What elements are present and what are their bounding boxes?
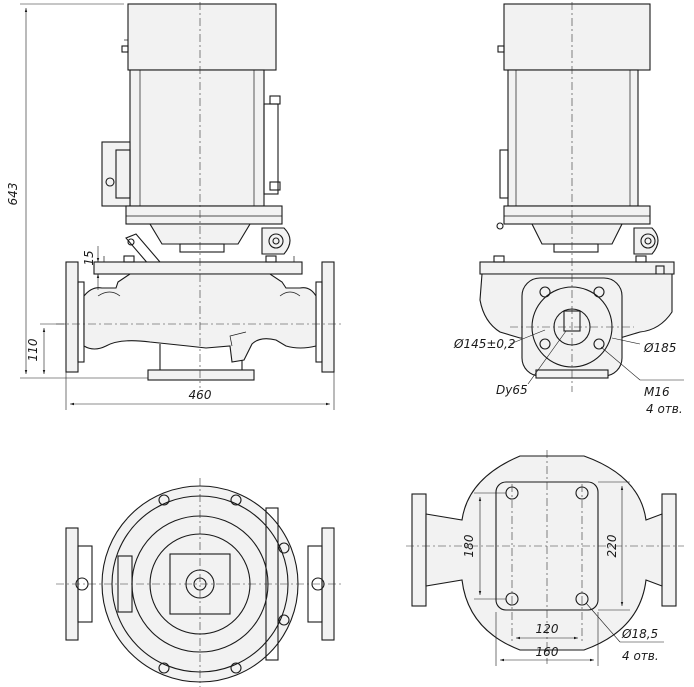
dim-motor-gap: 15 <box>82 250 96 265</box>
dim-flange-pcd: Ø145±0,2 <box>453 337 516 351</box>
top-view <box>56 478 344 687</box>
bottom-view <box>406 450 684 666</box>
dim-height-total: 643 <box>6 183 20 206</box>
front-view <box>20 2 344 410</box>
dim-length-total: 460 <box>189 388 212 402</box>
motor-body <box>129 69 265 207</box>
inlet-flange <box>65 261 79 373</box>
dim-height-axis: 110 <box>26 338 40 361</box>
dim-flange-holes: 4 отв. <box>646 402 683 416</box>
dim-base-hole-diameter: Ø18,5 <box>621 627 658 641</box>
dim-base-length: 160 <box>536 645 559 659</box>
dim-base-width-holes: 180 <box>462 534 476 557</box>
dim-nominal-diameter: Dy65 <box>496 383 528 397</box>
dim-flange-thread: M16 <box>644 385 670 399</box>
side-motor-top <box>503 3 651 71</box>
outlet-flange <box>321 261 335 373</box>
dim-base-width: 220 <box>605 534 619 557</box>
front-foot <box>147 369 255 381</box>
side-motor-body <box>507 69 639 207</box>
motor-top-cover <box>127 3 277 71</box>
dim-flange-od: Ø185 <box>643 341 676 355</box>
dim-base-length-holes: 120 <box>536 622 559 636</box>
dim-base-holes: 4 отв. <box>622 649 659 663</box>
side-view <box>479 2 684 392</box>
